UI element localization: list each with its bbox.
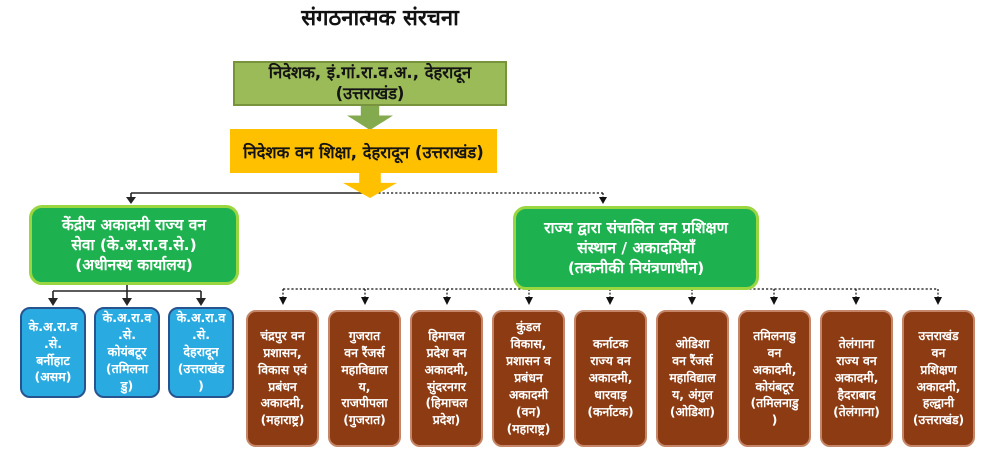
node-uttarakhand-academy: उत्तराखंड वन प्रशिक्षण अकादमी, हल्द्वानी… xyxy=(902,310,975,447)
node-central-academy-branch-label: केंद्रीय अकादमी राज्य वन सेवा (के.अ.रा.व… xyxy=(61,215,207,275)
node-chandrapur-academy-label: चंद्रपुर वन प्रशासन, विकास एवं प्रबंधन अ… xyxy=(258,328,307,428)
node-tamilnadu-academy: तमिलनाडु वन अकादमी, कोयंबटूर (तमिलनाडु ) xyxy=(738,310,811,447)
node-director-forest-education: निदेशक वन शिक्षा, देहरादून (उत्तराखंड) xyxy=(230,129,497,173)
node-gujarat-rangers-college-label: गुजरात वन रैंजर्स महाविद्याल य, राजपीपला… xyxy=(341,328,388,428)
node-telangana-academy: तेलंगाना राज्य वन अकादमी, हैदराबाद (तेलं… xyxy=(820,310,893,447)
node-casfos-dehradun-label: के.अ.रा.व .से. देहरादून (उत्तराखंड ) xyxy=(176,310,226,393)
page-title: संगठनात्मक संरचना xyxy=(301,6,459,31)
node-gujarat-rangers-college: गुजरात वन रैंजर्स महाविद्याल य, राजपीपला… xyxy=(328,310,401,447)
node-odisha-rangers-college-label: ओडिशा वन रैंजर्स महाविद्याल य, अंगुल (ओड… xyxy=(669,337,716,419)
node-himachal-academy: हिमाचल प्रदेश वन अकादमी, सुंदरनगर (हिमाच… xyxy=(410,310,483,447)
node-director-ignfa-label: निदेशक, इं.गां.रा.व.अ., देहरादून (उत्तरा… xyxy=(268,62,472,103)
node-state-institutes-branch: राज्य द्वारा संचालित वन प्रशिक्षण संस्था… xyxy=(513,206,759,290)
node-state-institutes-branch-label: राज्य द्वारा संचालित वन प्रशिक्षण संस्था… xyxy=(544,218,728,278)
node-casfos-dehradun: के.अ.रा.व .से. देहरादून (उत्तराखंड ) xyxy=(168,307,234,398)
node-central-academy-branch: केंद्रीय अकादमी राज्य वन सेवा (के.अ.रा.व… xyxy=(29,205,239,285)
node-kundal-academy: कुंडल विकास, प्रशासन व प्रबंधन अकादमी (व… xyxy=(492,310,565,447)
node-director-ignfa: निदेशक, इं.गां.रा.व.अ., देहरादून (उत्तरा… xyxy=(233,61,507,106)
node-director-forest-education-label: निदेशक वन शिक्षा, देहरादून (उत्तराखंड) xyxy=(243,142,484,162)
node-tamilnadu-academy-label: तमिलनाडु वन अकादमी, कोयंबटूर (तमिलनाडु ) xyxy=(750,328,799,428)
node-karnataka-academy: कर्नाटक राज्य वन अकादमी, धारवाड़ (कर्नाट… xyxy=(574,310,647,447)
node-casfos-burnihat-label: के.अ.रा.व .से. बर्नीहाट (असम) xyxy=(28,318,78,385)
node-casfos-burnihat: के.अ.रा.व .से. बर्नीहाट (असम) xyxy=(20,307,86,398)
node-casfos-coimbatore: के.अ.रा.व .से. कोयंबटूर (तमिलना डु) xyxy=(94,307,160,398)
node-odisha-rangers-college: ओडिशा वन रैंजर्स महाविद्याल य, अंगुल (ओड… xyxy=(656,310,729,447)
node-karnataka-academy-label: कर्नाटक राज्य वन अकादमी, धारवाड़ (कर्नाट… xyxy=(587,337,634,419)
node-telangana-academy-label: तेलंगाना राज्य वन अकादमी, हैदराबाद (तेलं… xyxy=(833,337,880,419)
node-himachal-academy-label: हिमाचल प्रदेश वन अकादमी, सुंदरनगर (हिमाच… xyxy=(424,328,469,428)
node-chandrapur-academy: चंद्रपुर वन प्रशासन, विकास एवं प्रबंधन अ… xyxy=(246,310,319,447)
node-casfos-coimbatore-label: के.अ.रा.व .से. कोयंबटूर (तमिलना डु) xyxy=(102,310,152,393)
node-uttarakhand-academy-label: उत्तराखंड वन प्रशिक्षण अकादमी, हल्द्वानी… xyxy=(912,328,965,428)
node-kundal-academy-label: कुंडल विकास, प्रशासन व प्रबंधन अकादमी (व… xyxy=(506,320,551,436)
